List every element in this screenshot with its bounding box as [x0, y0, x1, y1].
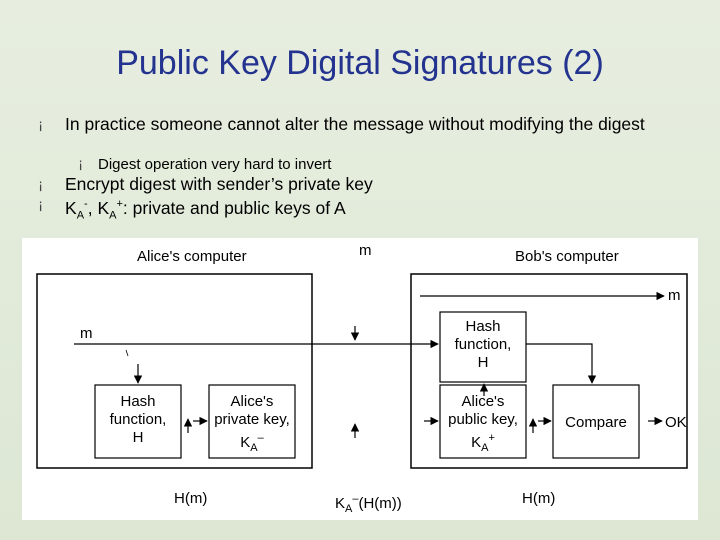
- hm-left-label: H(m): [174, 490, 208, 507]
- bob-hash-line3: H: [477, 354, 489, 371]
- alice-hash-line1: Hash: [120, 393, 156, 410]
- bob-key-symbol: KA+: [440, 429, 526, 457]
- bullet-1: In practice someone cannot alter the mes…: [65, 114, 645, 134]
- bullet-marker: ¡: [38, 178, 44, 193]
- alice-hash-box: [94, 384, 182, 459]
- key-k: K: [65, 197, 77, 218]
- alice-computer-box: [36, 273, 313, 469]
- bob-hash-line1: Hash: [465, 318, 501, 335]
- bullet-3: Encrypt digest with sender’s private key: [65, 174, 373, 194]
- key-k: K: [471, 434, 482, 451]
- m-left-label: m: [80, 325, 93, 342]
- key-sup: –: [257, 432, 264, 444]
- alice-hash-label: Hash function, H: [95, 393, 181, 447]
- diagram-lines: [36, 273, 688, 469]
- alice-key-line1: Alice's: [230, 393, 274, 410]
- comma: ,: [87, 197, 98, 218]
- key-sub: A: [250, 442, 258, 454]
- bob-key-line2: public key,: [448, 411, 518, 428]
- compare-box: [552, 384, 640, 459]
- alice-hash-line3: H: [132, 429, 144, 446]
- signature-diagram: Alice's computer Bob's computer m m m Ha…: [22, 238, 698, 520]
- bob-hash-line2: function,: [454, 336, 512, 353]
- key-k: K: [335, 495, 346, 512]
- alice-private-key-label: Alice's private key, KA–: [209, 393, 295, 457]
- alice-computer-label: Alice's computer: [137, 248, 247, 265]
- bullet-marker: ¡: [38, 118, 44, 133]
- slide-title: Public Key Digital Signatures (2): [116, 44, 604, 82]
- key-sup: –: [352, 493, 359, 505]
- key-sub: A: [345, 503, 353, 515]
- key-k: K: [240, 434, 251, 451]
- key-sup: -: [84, 198, 88, 210]
- alice-key-symbol: KA–: [209, 429, 295, 457]
- bob-computer-label: Bob's computer: [515, 248, 619, 265]
- bullet-2: Digest operation very hard to invert: [98, 156, 332, 173]
- key-sub: A: [481, 442, 489, 454]
- bullet-marker: ¡: [78, 157, 84, 172]
- signed-digest-rest: (H(m)): [358, 495, 402, 512]
- bob-public-key-label: Alice's public key, KA+: [440, 393, 526, 457]
- m-right-label: m: [668, 287, 681, 304]
- bob-hash-label: Hash function, H: [440, 318, 526, 372]
- ok-label: OK: [665, 414, 687, 431]
- bullet-4: KA-, KA+: private and public keys of A: [65, 195, 346, 225]
- alice-key-box: [208, 384, 296, 459]
- signed-digest-label: KA–(H(m)): [335, 490, 402, 518]
- bullet-marker: ¡: [38, 198, 44, 213]
- bob-hash-box: [439, 311, 527, 383]
- bob-computer-box: [410, 273, 688, 469]
- bob-key-line1: Alice's: [461, 393, 505, 410]
- key-sup: +: [116, 198, 123, 210]
- key-sup: +: [488, 432, 495, 444]
- hm-right-label: H(m): [522, 490, 556, 507]
- key-k: K: [97, 197, 110, 218]
- alice-hash-line2: function,: [109, 411, 167, 428]
- alice-key-line2: private key,: [214, 411, 290, 428]
- key-sub: A: [76, 209, 85, 222]
- compare-label: Compare: [565, 414, 627, 431]
- m-top-label: m: [359, 242, 372, 259]
- key-sub: A: [109, 209, 117, 222]
- bullet-4-rest: : private and public keys of A: [122, 197, 346, 218]
